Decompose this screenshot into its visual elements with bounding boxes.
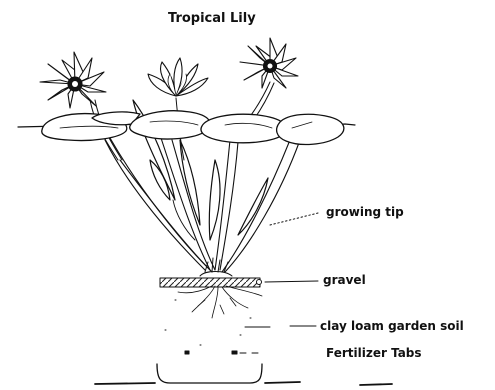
lily-flower-left: [40, 52, 106, 108]
roots: [178, 286, 262, 318]
fertilizer-tabs: [185, 351, 237, 354]
lily-flower-right: [240, 38, 298, 88]
lily-pads: [42, 111, 344, 145]
pot-container: [95, 364, 392, 385]
underwater-stems: [105, 135, 300, 272]
diagram-title: Tropical Lily: [168, 12, 256, 26]
lily-flower-middle: [148, 58, 208, 96]
soil-speckles: [165, 300, 251, 345]
gravel-layer: [160, 278, 262, 287]
label-fertilizer-tabs: Fertilizer Tabs: [326, 346, 422, 360]
label-gravel: gravel: [323, 273, 366, 287]
label-soil: clay loam garden soil: [320, 319, 464, 333]
label-growing-tip: growing tip: [326, 205, 404, 219]
